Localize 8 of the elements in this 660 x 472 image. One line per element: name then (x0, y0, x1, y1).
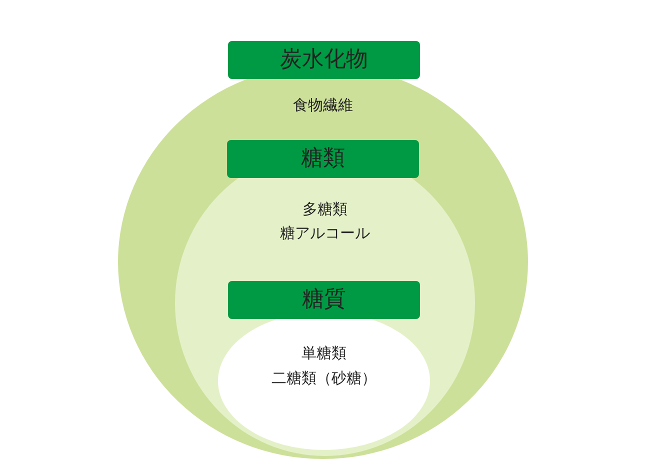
category-item: 食物繊維 (293, 96, 353, 115)
category-item: 多糖類 (302, 200, 348, 219)
category-item: 糖アルコール (280, 224, 370, 243)
category-heading: 炭水化物 (228, 41, 420, 79)
category-item: 単糖類 (302, 344, 346, 363)
category-heading: 糖類 (227, 140, 419, 178)
category-item: 二糖類（砂糖） (272, 369, 376, 388)
category-heading: 糖質 (228, 281, 420, 319)
